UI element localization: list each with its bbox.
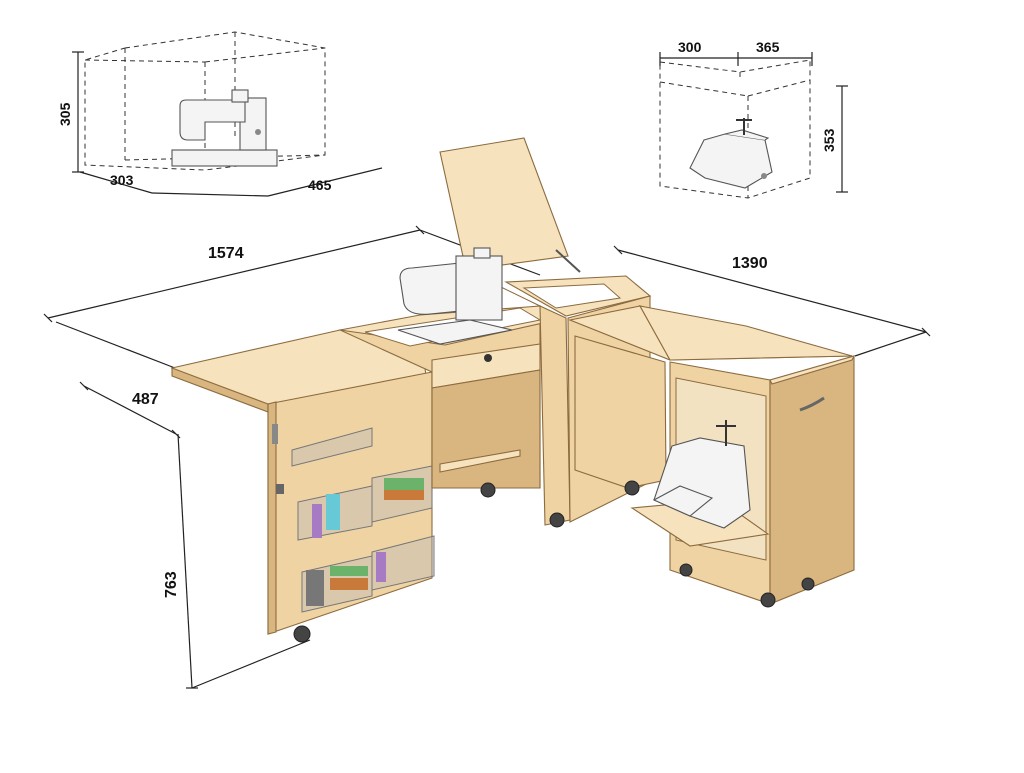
table-sewing-machine-icon — [397, 247, 513, 345]
wheel — [480, 482, 496, 498]
overlock-width-b-label: 365 — [756, 39, 780, 55]
machine-depth-label: 303 — [110, 172, 134, 188]
machine-height-label: 305 — [57, 102, 73, 126]
cabinet-overlock-icon — [652, 420, 751, 529]
sewing-machine-box: 305 303 465 — [57, 31, 383, 197]
right-cabinet-side — [769, 355, 855, 605]
wheel — [293, 625, 311, 643]
wheel — [679, 563, 693, 577]
overlock-width-a-label: 300 — [678, 39, 702, 55]
wheel — [549, 512, 565, 528]
overlock-height-label: 353 — [821, 128, 837, 152]
machine-width-label: 465 — [308, 177, 332, 193]
side-length-label: 1390 — [732, 255, 768, 272]
sewing-cabinet: 1574 487 763 1390 — [43, 137, 931, 689]
table-height-label: 763 — [163, 571, 180, 598]
sewing-machine-icon — [171, 89, 278, 167]
wheel — [624, 480, 640, 496]
right-middle-cabinet — [574, 335, 667, 489]
lifted-lid — [439, 137, 569, 271]
overlock-box: 300 365 353 — [659, 39, 848, 199]
basket-low-right — [371, 535, 435, 591]
table-length-label: 1574 — [208, 245, 244, 262]
wheel — [760, 592, 776, 608]
table-depth-label: 487 — [132, 391, 159, 408]
overlock-icon — [689, 118, 773, 189]
wheel — [801, 577, 815, 591]
center-door — [539, 305, 571, 526]
